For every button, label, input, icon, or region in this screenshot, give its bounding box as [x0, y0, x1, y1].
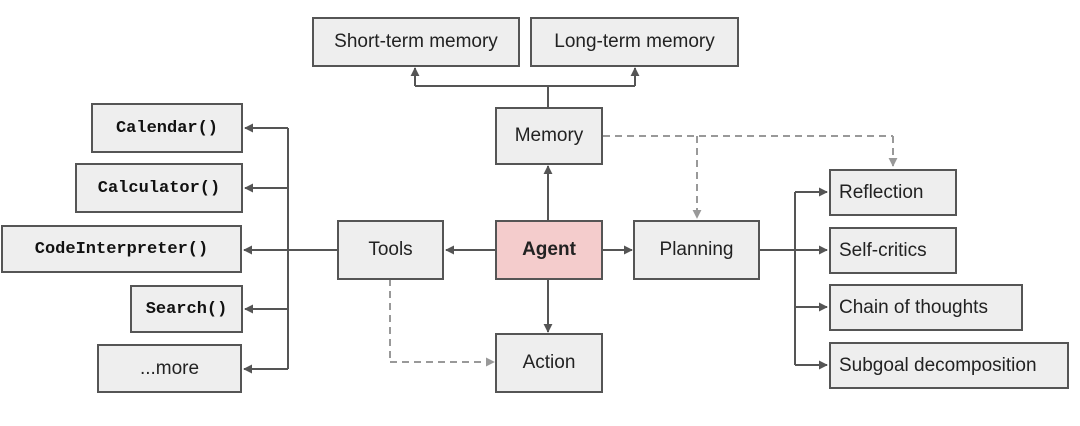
memory-dashed-edge — [603, 135, 898, 219]
subgoal-decomposition-node: Subgoal decomposition — [829, 342, 1069, 389]
tools-node: Tools — [337, 220, 444, 280]
self-critics-node: Self-critics — [829, 227, 957, 274]
planning-node: Planning — [633, 220, 760, 280]
memory-to-memory-types-edge — [410, 67, 640, 108]
tools-to-action-dashed-edge — [389, 279, 495, 367]
planning-to-technique-list-edge — [760, 187, 828, 370]
chain-of-thoughts-node: Chain of thoughts — [829, 284, 1023, 331]
more-tools-node: ...more — [97, 344, 242, 393]
calendar-tool-node: Calendar() — [91, 103, 243, 153]
search-tool-node: Search() — [130, 285, 243, 333]
agent-node: Agent — [495, 220, 603, 280]
reflection-node: Reflection — [829, 169, 957, 216]
code-interpreter-tool-node: CodeInterpreter() — [1, 225, 242, 273]
action-node: Action — [495, 333, 603, 393]
memory-node: Memory — [495, 107, 603, 165]
long-term-memory-node: Long-term memory — [530, 17, 739, 67]
calculator-tool-node: Calculator() — [75, 163, 243, 213]
short-term-memory-node: Short-term memory — [312, 17, 520, 67]
tools-to-tool-list-edge — [243, 123, 337, 374]
